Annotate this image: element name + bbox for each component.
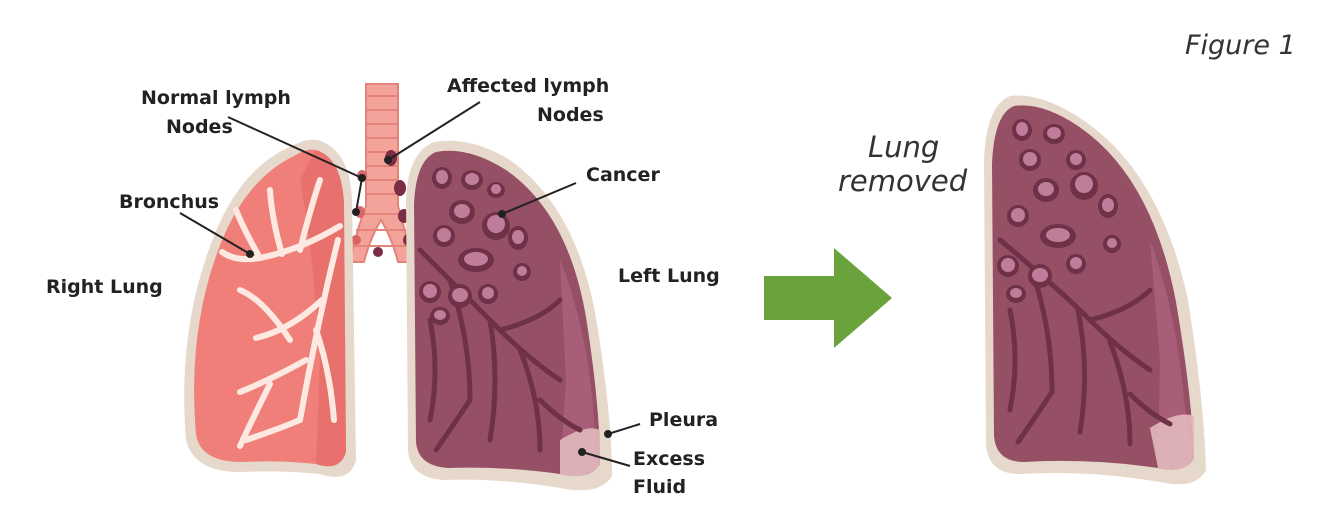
label-affected-lymph-line1: Affected lymph	[447, 75, 609, 97]
affected-lymph-node	[373, 247, 383, 257]
right-lung-icon	[184, 139, 356, 477]
label-left-lung: Left Lung	[618, 265, 720, 287]
removed-lung-icon	[984, 95, 1206, 485]
label-excess-line1: Excess	[633, 448, 705, 470]
label-right-lung: Right Lung	[46, 276, 163, 298]
label-cancer: Cancer	[586, 164, 660, 186]
label-excess-line2: Fluid	[633, 476, 686, 498]
normal-lymph-node	[351, 235, 361, 245]
arrow-right-icon	[764, 248, 892, 348]
label-pleura: Pleura	[649, 409, 718, 431]
affected-lymph-node	[394, 180, 406, 196]
label-bronchus: Bronchus	[119, 191, 219, 213]
figure-label: Figure 1	[1185, 30, 1296, 61]
left-lung-icon	[406, 140, 612, 491]
caption-line2: removed	[838, 164, 968, 198]
label-normal-lymph-line2: Nodes	[166, 116, 233, 138]
label-normal-lymph-line1: Normal lymph	[141, 87, 291, 109]
caption-line1: Lung	[868, 130, 939, 164]
label-affected-lymph-line2: Nodes	[537, 104, 604, 126]
leader-lines	[179, 101, 641, 467]
